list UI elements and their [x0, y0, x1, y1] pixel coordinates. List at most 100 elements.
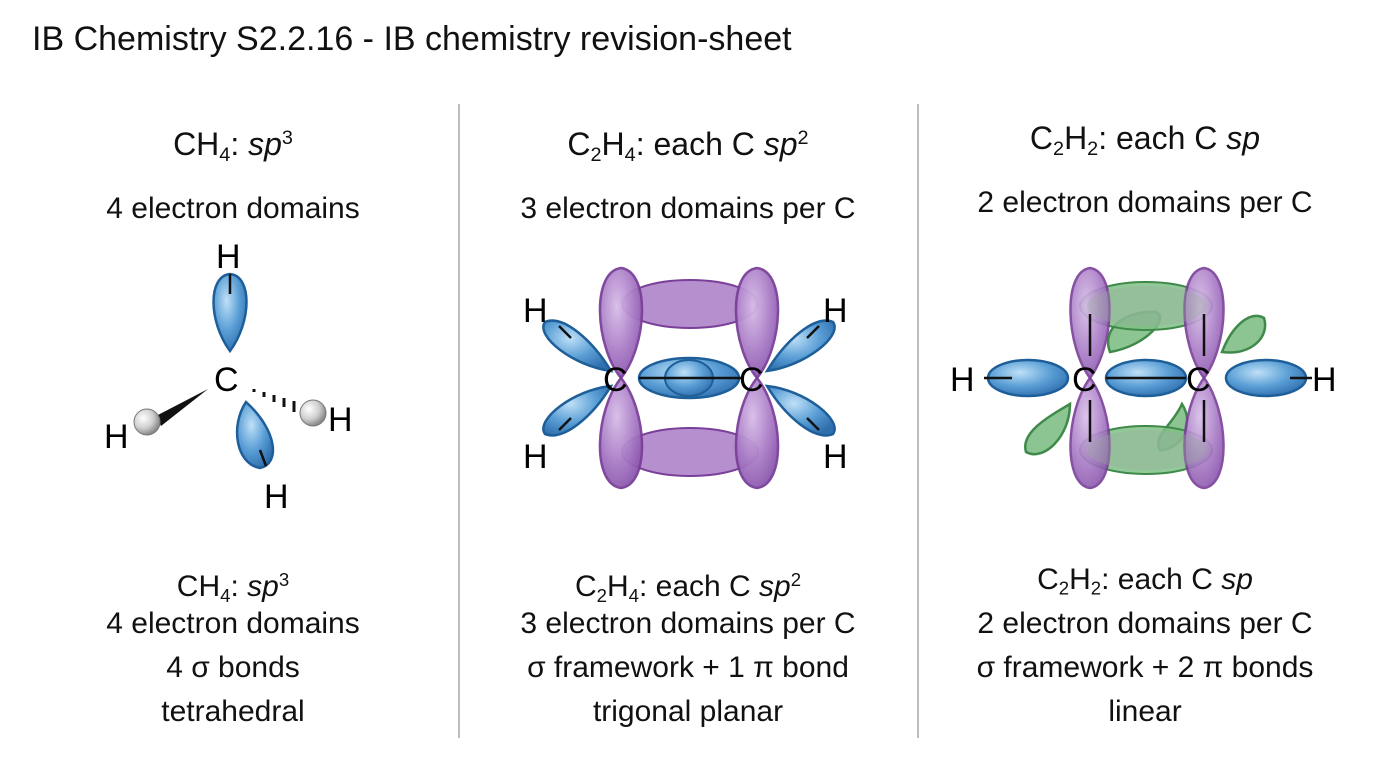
hybridization-text: sp	[1226, 120, 1261, 156]
sp3-orbital-bottom	[235, 400, 275, 470]
summary-formula: CH4: sp3	[8, 558, 458, 606]
hydrogen-sphere	[133, 408, 161, 436]
summary-shape: tetrahedral	[161, 695, 305, 728]
hybridization-text: sp	[763, 125, 798, 162]
formula-text: CH	[176, 570, 221, 604]
formula-text: H	[601, 125, 625, 162]
formula-text: H	[606, 570, 629, 604]
summary-domains: 2 electron domains per C	[977, 607, 1313, 640]
hybridization-text: sp	[248, 125, 282, 162]
formula-subscript: 2	[1087, 137, 1099, 160]
formula-subscript: 4	[219, 143, 231, 166]
separator-text: : each C	[1101, 563, 1222, 596]
formula-subscript: 2	[1053, 137, 1065, 160]
separator-text: :	[230, 570, 248, 604]
summary-shape: linear	[1108, 695, 1182, 728]
atom-label-c: C	[1186, 361, 1211, 399]
atom-label-c: C	[214, 361, 239, 399]
summary-formula: C2H4: each C sp2	[463, 558, 913, 606]
pi-orbital-green	[1220, 314, 1267, 354]
column-divider-1	[458, 104, 460, 738]
summary-domains: 3 electron domains per C	[520, 607, 856, 640]
atom-label-h: H	[950, 361, 975, 399]
formula-subscript: 4	[220, 584, 231, 606]
sp2-orbital	[542, 384, 614, 437]
ethyne-heading: C2H2: each C sp	[920, 118, 1370, 169]
hybridization-superscript: 2	[790, 569, 802, 590]
formula-subscript: 2	[590, 143, 602, 166]
methane-heading: CH4: sp3	[8, 118, 458, 175]
panel-ethyne: C2H2: each C sp 2 electron domains per C	[920, 110, 1370, 750]
ethyne-summary: C2H2: each C sp 2 electron domains per C…	[920, 558, 1370, 734]
formula-subscript: 4	[624, 143, 636, 166]
formula-text: H	[1064, 120, 1088, 156]
separator-text: :	[230, 125, 249, 162]
atom-label-h: H	[523, 292, 548, 330]
separator-text: : each C	[635, 125, 764, 162]
hybridization-text: sp	[247, 570, 279, 604]
page-title: IB Chemistry S2.2.16 - IB chemistry revi…	[32, 20, 792, 58]
methane-domains: 4 electron domains	[106, 191, 360, 225]
summary-formula: C2H2: each C sp	[920, 558, 1370, 602]
bond-lines	[558, 325, 820, 431]
pi-overlap-shade	[1087, 430, 1207, 470]
formula-text: C	[1029, 120, 1054, 156]
wedge-bond	[156, 389, 208, 426]
atom-label-h: H	[264, 478, 289, 516]
atom-label-h: H	[523, 438, 548, 476]
atom-label-h: H	[823, 438, 848, 476]
atom-label-h: H	[328, 401, 353, 439]
bond-lines	[984, 314, 1312, 442]
summary-bonds: σ framework + 2 π bonds	[976, 651, 1314, 684]
ethene-domains: 3 electron domains per C	[520, 191, 856, 225]
sp2-orbital	[764, 319, 836, 373]
hashed-bond	[252, 389, 296, 412]
ethene-summary: C2H4: each C sp2 3 electron domains per …	[463, 558, 913, 734]
hybridization-superscript: 2	[797, 127, 809, 149]
hybridization-text: sp	[1221, 563, 1253, 596]
sp2-orbital	[764, 384, 836, 437]
ethyne-orbital-diagram: H C C H	[950, 266, 1337, 490]
pi-overlap-shade	[1087, 286, 1207, 326]
summary-bonds: 4 σ bonds	[166, 651, 300, 684]
atom-label-h: H	[823, 292, 848, 330]
formula-subscript: 2	[596, 584, 607, 606]
column-divider-2	[917, 104, 919, 738]
formula-text: C	[567, 125, 591, 162]
atom-label-c: C	[739, 361, 764, 399]
p-orbital-lobe	[598, 266, 644, 380]
formula-text: CH	[173, 125, 220, 162]
panel-methane: CH4: sp3 4 electron domains H H H	[8, 110, 458, 750]
hydrogen-sphere	[299, 399, 327, 427]
formula-text: C	[1037, 563, 1059, 596]
atom-label-c: C	[603, 361, 628, 399]
sp2-orbital	[542, 319, 614, 373]
hybridization-superscript: 3	[278, 569, 290, 590]
summary-domains: 4 electron domains	[106, 607, 360, 640]
hybridization-text: sp	[759, 570, 791, 604]
separator-text: : each C	[638, 570, 760, 604]
hybridization-superscript: 3	[281, 127, 293, 149]
formula-text: H	[1069, 563, 1091, 596]
bond-line	[258, 449, 268, 467]
ethyne-domains: 2 electron domains per C	[977, 185, 1313, 219]
formula-text: C	[574, 570, 597, 604]
ethene-heading: C2H4: each C sp2	[463, 118, 913, 175]
ethene-orbital-diagram: C C H H H H	[523, 266, 848, 490]
p-orbital-lobe	[734, 376, 780, 490]
panel-ethene: C2H4: each C sp2 3 electron domains per …	[463, 110, 913, 750]
pi-orbital-green	[1024, 401, 1072, 456]
separator-text: : each C	[1098, 120, 1227, 156]
formula-subscript: 2	[1058, 577, 1070, 599]
p-orbital-lobe	[598, 376, 644, 490]
methane-orbital-diagram: H H H H C	[104, 238, 353, 516]
atom-label-h: H	[104, 418, 129, 456]
formula-subscript: 4	[628, 584, 639, 606]
atom-label-h: H	[216, 238, 241, 276]
atom-label-h: H	[1312, 361, 1337, 399]
methane-summary: CH4: sp3 4 electron domains 4 σ bonds te…	[8, 558, 458, 734]
p-orbital-lobe	[734, 266, 780, 380]
formula-subscript: 2	[1090, 577, 1102, 599]
atom-label-c: C	[1072, 361, 1097, 399]
summary-bonds: σ framework + 1 π bond	[527, 651, 849, 684]
